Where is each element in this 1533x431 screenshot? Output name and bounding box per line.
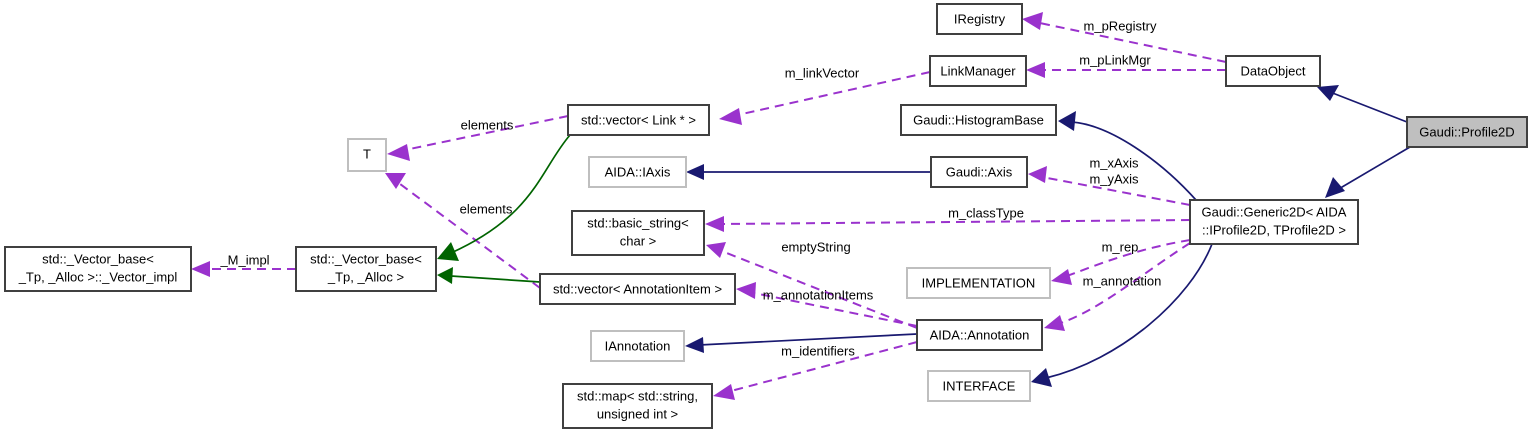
node-label-gaudi-generic2d-line1: Gaudi::Generic2D< AIDA [1202, 204, 1347, 219]
edge-group-template [437, 134, 571, 284]
node-label-aida-iaxis: AIDA::IAxis [605, 164, 671, 179]
node-label-gaudi-generic2d-line2: ::IProfile2D, TProfile2D > [1202, 222, 1346, 237]
edge-label-m_yAxis: m_yAxis [1089, 171, 1139, 186]
edge-labels: m_pRegistry m_pLinkMgr m_linkVector elem… [219, 18, 1161, 358]
edge-m_linkVector [719, 71, 931, 125]
node-std-vectorbase[interactable]: std::_Vector_base< _Tp, _Alloc > [295, 246, 437, 292]
edge-elements-annotationitem [385, 173, 541, 289]
node-label-std-map-line1: std::map< std::string, [577, 388, 698, 403]
node-gaudi-axis[interactable]: Gaudi::Axis [930, 156, 1028, 188]
node-label-gaudi-histogrambase: Gaudi::HistogramBase [913, 112, 1044, 127]
edge-label-emptyString: emptyString [781, 239, 850, 254]
node-label-linkmanager: LinkManager [940, 63, 1016, 78]
edge-label-m_identifiers: m_identifiers [781, 343, 855, 358]
edge-inherit-interface [1031, 243, 1213, 387]
node-gaudi-generic2d[interactable]: Gaudi::Generic2D< AIDA ::IProfile2D, TPr… [1189, 199, 1359, 245]
node-implementation[interactable]: IMPLEMENTATION [906, 267, 1051, 299]
node-dataobject[interactable]: DataObject [1225, 55, 1321, 87]
node-label-std-vectorbase-impl-line1: std::_Vector_base< [42, 251, 154, 266]
edge-inherit-dataobject [1317, 85, 1408, 123]
edge-m_xAxis-m_yAxis [1028, 166, 1191, 206]
edge-label-m_classType: m_classType [948, 205, 1024, 220]
node-iregistry[interactable]: IRegistry [936, 3, 1023, 35]
node-std-vectorbase-impl[interactable]: std::_Vector_base< _Tp, _Alloc >::_Vecto… [4, 246, 192, 292]
node-label-t: T [363, 146, 371, 161]
edge-template-vectorannotation [437, 267, 541, 284]
node-aida-annotation[interactable]: AIDA::Annotation [916, 319, 1043, 351]
edge-label-m_xAxis: m_xAxis [1089, 155, 1139, 170]
node-label-iannotation: IAnnotation [605, 338, 671, 353]
node-t[interactable]: T [347, 138, 387, 172]
edge-inherit-iannotation [685, 333, 918, 353]
edge-label-m_rep: m_rep [1102, 239, 1139, 254]
node-label-dataobject: DataObject [1240, 63, 1305, 78]
edge-label-elements-link: elements [461, 117, 514, 132]
node-aida-iaxis[interactable]: AIDA::IAxis [588, 156, 687, 188]
node-label-gaudi-axis: Gaudi::Axis [946, 164, 1013, 179]
node-iannotation[interactable]: IAnnotation [590, 330, 685, 362]
edge-m_identifiers [713, 341, 918, 400]
node-label-iregistry: IRegistry [954, 11, 1006, 26]
node-std-basic-string[interactable]: std::basic_string< char > [571, 210, 705, 256]
node-stdvector-link[interactable]: std::vector< Link * > [567, 104, 710, 136]
edge-group-inheritance [685, 85, 1411, 387]
edge-emptyString [706, 242, 918, 329]
node-linkmanager[interactable]: LinkManager [929, 55, 1027, 87]
edge-m_pRegistry [1022, 12, 1227, 63]
edge-label-elements-annot: elements [460, 201, 513, 216]
edge-label-m_annotation: m_annotation [1083, 273, 1162, 288]
node-label-std-vectorbase-impl-line2: _Tp, _Alloc >::_Vector_impl [18, 269, 178, 284]
node-label-stdvector-link: std::vector< Link * > [581, 112, 696, 127]
edge-_M_impl [191, 261, 296, 277]
node-label-aida-annotation: AIDA::Annotation [930, 327, 1030, 342]
node-label-std-map-line2: unsigned int > [597, 406, 678, 421]
node-interface[interactable]: INTERFACE [927, 370, 1031, 402]
edge-m_annotationItems [736, 282, 918, 327]
node-gaudi-profile2d[interactable]: Gaudi::Profile2D [1406, 116, 1528, 148]
edge-label-_M_impl: _M_impl [219, 252, 269, 267]
edge-label-m_pLinkMgr: m_pLinkMgr [1079, 52, 1151, 67]
node-label-stdvector-annotationitem: std::vector< AnnotationItem > [553, 281, 722, 296]
node-label-std-basic-string-line1: std::basic_string< [587, 215, 689, 230]
edge-m_pLinkMgr [1026, 62, 1226, 78]
edge-m_annotation [1044, 242, 1191, 331]
node-label-gaudi-profile2d: Gaudi::Profile2D [1419, 124, 1514, 139]
edge-m_rep [1051, 239, 1191, 285]
node-std-map[interactable]: std::map< std::string, unsigned int > [562, 383, 713, 429]
node-stdvector-annotationitem[interactable]: std::vector< AnnotationItem > [539, 273, 736, 305]
edge-label-m_pRegistry: m_pRegistry [1084, 18, 1157, 33]
edge-m_classType [705, 216, 1191, 232]
node-label-std-basic-string-line2: char > [620, 233, 657, 248]
edge-inherit-generic2d [1325, 146, 1411, 198]
node-label-std-vectorbase-line2: _Tp, _Alloc > [327, 269, 404, 284]
edge-template-vectorlink [437, 134, 571, 261]
edge-label-m_linkVector: m_linkVector [785, 65, 860, 80]
edge-inherit-aidaiaxis [686, 164, 931, 180]
node-label-interface: INTERFACE [943, 378, 1016, 393]
node-gaudi-histogrambase[interactable]: Gaudi::HistogramBase [900, 104, 1057, 136]
edge-group-usage [191, 12, 1227, 400]
edge-elements-link [387, 115, 569, 161]
edge-inherit-histogrambase [1058, 111, 1197, 201]
node-label-implementation: IMPLEMENTATION [922, 275, 1036, 290]
edge-label-m_annotationItems: m_annotationItems [763, 287, 874, 302]
node-label-std-vectorbase-line1: std::_Vector_base< [310, 251, 422, 266]
